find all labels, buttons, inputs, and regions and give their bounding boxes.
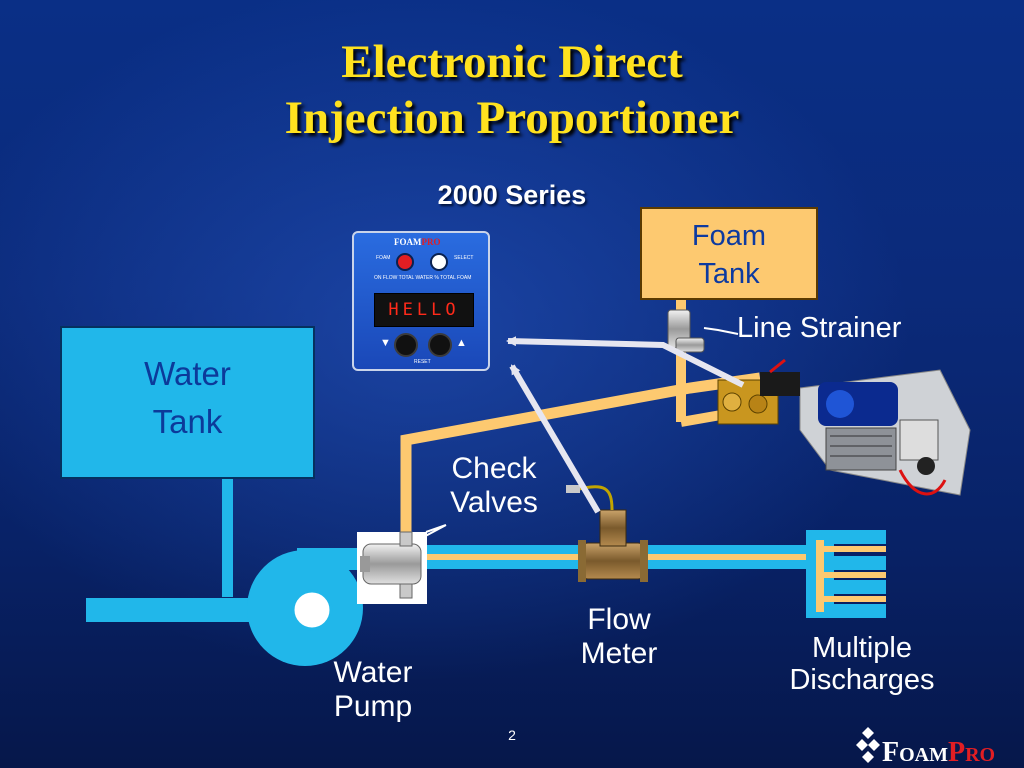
- scale-labels: ON FLOW TOTAL WATER % TOTAL FOAM: [374, 275, 472, 281]
- water-pump-label-2: Pump: [333, 690, 413, 723]
- select-label: SELECT: [454, 255, 474, 261]
- water-tank-label-1: Water: [144, 355, 231, 392]
- foampro-logo: FOAMPRO: [856, 725, 1024, 768]
- foam-tank-label-2: Tank: [698, 258, 760, 290]
- check-valves-label: Check Valves: [436, 452, 552, 520]
- left-knob[interactable]: [394, 333, 418, 357]
- title-line-1: Electronic Direct: [341, 36, 683, 88]
- select-button[interactable]: [430, 253, 448, 271]
- reset-label: RESET: [414, 359, 431, 365]
- title-line-2: Injection Proportioner: [284, 92, 740, 144]
- led-display: HELLO: [374, 293, 474, 327]
- check-valves-label-2: Valves: [450, 486, 538, 519]
- strainer-pointer: [703, 327, 739, 335]
- check-valve-pointer: [417, 524, 447, 541]
- check-valve-icon: [357, 531, 427, 604]
- line-strainer-icon: [667, 309, 705, 353]
- foam-label: FOAM: [376, 255, 391, 261]
- water-tank-label-2: Tank: [152, 403, 223, 440]
- down-arrow-icon: ▼: [380, 337, 391, 349]
- flow-meter-label-2: Meter: [580, 637, 658, 670]
- arrow-from-foam-pump: [506, 336, 745, 388]
- arrow-from-flow-meter: [509, 364, 601, 514]
- panel-brand: FOAMPRO: [394, 237, 441, 247]
- flow-meter-label-1: Flow: [587, 603, 651, 636]
- water-tank: Water Tank: [60, 326, 315, 479]
- right-knob[interactable]: [428, 333, 452, 357]
- flow-meter-icon: [566, 485, 648, 582]
- multiple-discharges-label-2: Discharges: [789, 664, 935, 696]
- line-strainer-label: Line Strainer: [737, 312, 902, 344]
- logo-text: FOAMPRO: [882, 737, 996, 768]
- multiple-discharges-label: Multiple Discharges: [768, 632, 956, 696]
- multiple-discharges-label-1: Multiple: [812, 632, 912, 664]
- discharge-manifold-icon: [806, 530, 886, 618]
- diamond-logo-icon: [856, 727, 880, 763]
- water-pump-label: Water Pump: [318, 656, 428, 724]
- slide-subtitle: 2000 Series: [437, 180, 587, 210]
- page-number: 2: [508, 727, 516, 743]
- slide-title: Electronic Direct Injection Proportioner: [0, 34, 1024, 146]
- foam-pump-motor-icon: [717, 358, 971, 496]
- foam-supply-pipe: [676, 300, 686, 422]
- flow-meter-label: Flow Meter: [560, 603, 678, 671]
- foam-tank-label-1: Foam: [691, 220, 767, 252]
- up-arrow-icon: ▲: [456, 337, 467, 349]
- check-valves-label-1: Check: [451, 452, 537, 485]
- foam-button[interactable]: [396, 253, 414, 271]
- water-pump-label-1: Water: [333, 656, 413, 689]
- tank-outlet-pipe: [222, 479, 233, 597]
- foam-tank: Foam Tank: [640, 207, 818, 300]
- control-panel: FOAMPRO FOAM SELECT ON FLOW TOTAL WATER …: [352, 231, 490, 371]
